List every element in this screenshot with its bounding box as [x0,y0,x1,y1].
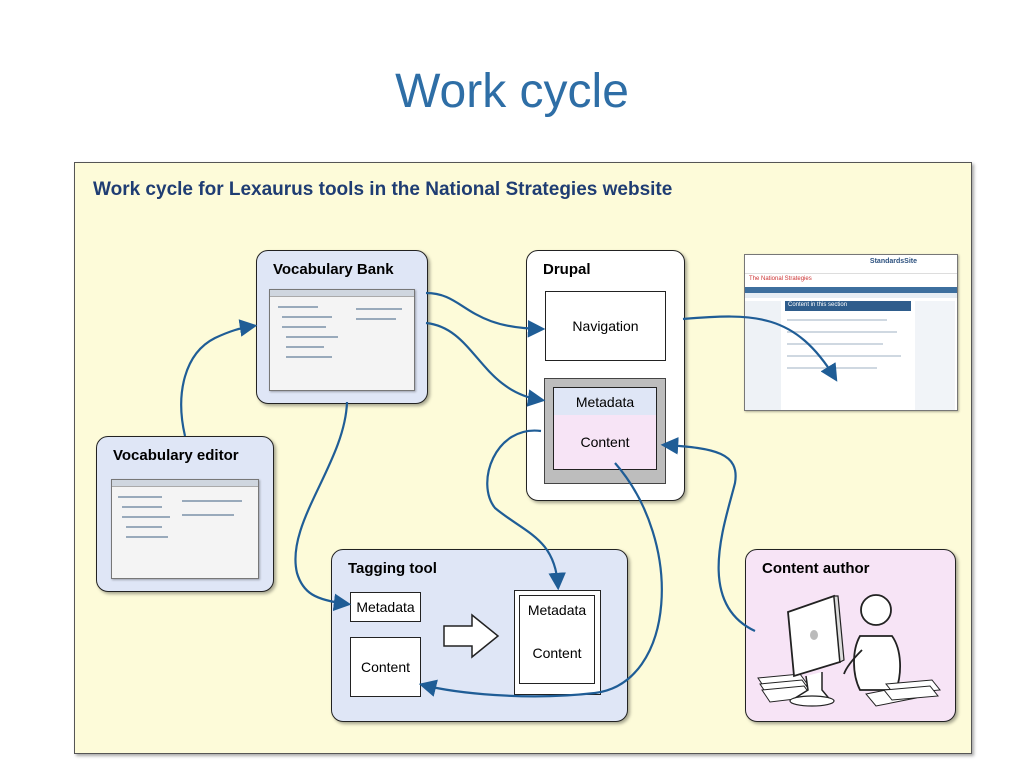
vocabulary-bank-title: Vocabulary Bank [273,261,394,278]
arrow-bank-to-metadata [425,321,546,407]
slide-title: Work cycle [395,65,629,118]
drupal-metadata-box: Metadata [553,387,657,417]
vocabulary-bank-node: Vocabulary Bank [256,250,428,404]
vocabulary-editor-title: Vocabulary editor [113,447,239,464]
transform-arrow-icon [443,613,500,659]
tagging-output-container: Metadata Content [514,590,601,695]
arrow-bank-to-tagging [294,401,352,612]
website-site-name: The National Strategies [749,276,812,282]
arrow-author-to-content [660,437,756,632]
website-screenshot: StandardsSite The National Strategies Co… [744,254,958,411]
flow-arrows [180,291,838,698]
tagging-metadata-box: Metadata [350,592,421,622]
vocabulary-editor-node: Vocabulary editor [96,436,274,592]
vocabulary-editor-screenshot [111,479,259,579]
diagram-panel: Work cycle for Lexaurus tools in the Nat… [74,162,972,754]
arrow-navigation-to-website [682,315,838,382]
content-author-node: Content author [745,549,956,722]
drupal-content-box: Content [553,415,657,470]
arrow-bank-to-navigation [425,291,546,338]
drupal-title: Drupal [543,261,591,278]
tagging-tool-title: Tagging tool [348,560,437,577]
content-author-title: Content author [762,560,870,577]
author-at-computer-icon [757,594,941,707]
drupal-navigation-box: Navigation [545,291,666,361]
tagging-content-box: Content [350,637,421,697]
tagging-output-content-box: Content [519,623,595,684]
website-section-heading: Content in this section [788,302,848,308]
diagram-title: Work cycle for Lexaurus tools in the Nat… [93,179,673,200]
vocabulary-bank-screenshot [269,289,415,391]
website-brand: StandardsSite [869,258,917,265]
drupal-data-container: Metadata Content [544,378,666,484]
arrow-content-to-tagging-content [418,462,663,698]
drupal-node: Drupal Navigation Metadata Content [526,250,685,501]
arrow-metadata-to-tagging-output [486,429,566,591]
tagging-output-metadata-box: Metadata [519,595,595,625]
arrow-editor-to-bank [180,319,258,437]
